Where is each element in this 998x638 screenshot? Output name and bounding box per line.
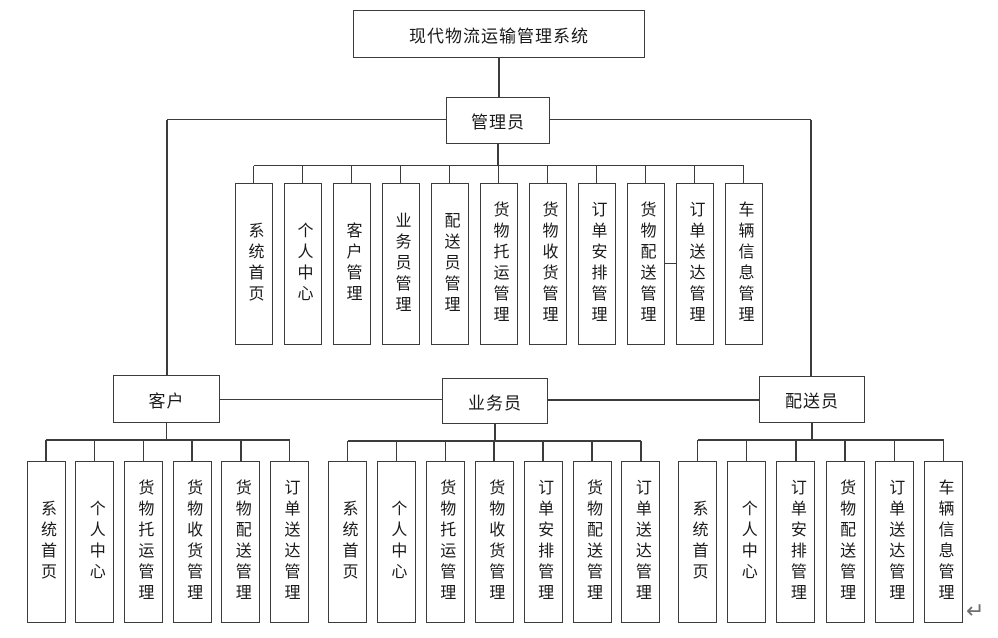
connector-line [497, 144, 499, 166]
root-node: 现代物流运输管理系统 [353, 10, 645, 58]
feature-node: 订单安排管理 [523, 461, 563, 623]
connector-line [45, 440, 47, 461]
feature-node: 订单安排管理 [776, 461, 816, 623]
connector-line [844, 440, 846, 461]
connector-line [693, 165, 696, 183]
connector-line [301, 165, 304, 183]
connector-line [165, 423, 168, 440]
connector-line [46, 439, 290, 441]
feature-node: 货物托运管理 [425, 461, 465, 623]
feature-node: 货物托运管理 [479, 183, 518, 345]
role-node-courier: 配送员 [759, 376, 865, 423]
connector-line [399, 165, 402, 183]
connector-line [240, 440, 242, 461]
feature-node: 订单送达管理 [675, 183, 714, 345]
connector-line [742, 165, 745, 183]
connector-line [220, 398, 442, 401]
feature-node: 系统首页 [678, 461, 717, 623]
feature-node: 个人中心 [75, 461, 115, 623]
connector-line [444, 441, 447, 461]
connector-line [395, 441, 398, 461]
feature-node: 系统首页 [234, 183, 273, 345]
connector-line [166, 119, 168, 375]
feature-node: 订单安排管理 [577, 183, 616, 345]
return-mark: ↵ [966, 599, 985, 624]
feature-node: 系统首页 [328, 461, 367, 623]
feature-node: 货物配送管理 [572, 461, 612, 623]
connector-line [252, 165, 255, 183]
feature-node: 个人中心 [376, 461, 416, 623]
feature-node: 订单送达管理 [874, 461, 914, 623]
connector-line [350, 165, 353, 183]
connector-line [942, 440, 945, 461]
connector-line [93, 440, 96, 461]
connector-line [142, 440, 145, 461]
connector-line [494, 424, 496, 441]
connector-line [346, 441, 349, 461]
connector-line [893, 440, 896, 461]
connector-line [810, 119, 812, 376]
connector-line [191, 440, 193, 461]
feature-node: 货物托运管理 [123, 461, 163, 623]
feature-node: 货物收货管理 [528, 183, 567, 345]
feature-node: 订单送达管理 [621, 461, 661, 623]
connector-line [595, 165, 598, 183]
connector-line [697, 439, 944, 441]
connector-line [664, 262, 676, 265]
feature-node: 货物收货管理 [172, 461, 212, 623]
feature-node: 货物收货管理 [474, 461, 514, 623]
connector-line [448, 165, 451, 183]
connector-line [644, 165, 647, 183]
connector-line [498, 58, 500, 97]
connector-line [546, 165, 549, 183]
connector-line [811, 423, 813, 440]
connector-line [591, 441, 593, 461]
feature-node: 货物配送管理 [626, 183, 665, 345]
connector-line [493, 441, 495, 461]
feature-node: 货物配送管理 [825, 461, 865, 623]
role-node-customer: 客户 [113, 375, 220, 423]
feature-node: 货物配送管理 [221, 461, 261, 623]
feature-node: 个人中心 [283, 183, 322, 345]
feature-node: 订单送达管理 [270, 461, 309, 623]
connector-line [696, 440, 699, 461]
connector-line [745, 440, 748, 461]
feature-node: 车辆信息管理 [924, 461, 963, 623]
role-node-salesman: 业务员 [442, 378, 548, 424]
feature-node: 个人中心 [727, 461, 767, 623]
connector-line [542, 441, 544, 461]
feature-node: 系统首页 [26, 461, 66, 623]
feature-node: 车辆信息管理 [724, 183, 763, 345]
connector-line [640, 441, 642, 461]
connector-line [497, 165, 500, 183]
connector-line [795, 440, 797, 461]
feature-node: 客户管理 [332, 183, 371, 345]
connector-line [288, 440, 291, 461]
connector-line [548, 399, 759, 401]
feature-node: 配送员管理 [430, 183, 469, 345]
feature-node: 业务员管理 [381, 183, 420, 345]
admin-node: 管理员 [446, 97, 550, 144]
